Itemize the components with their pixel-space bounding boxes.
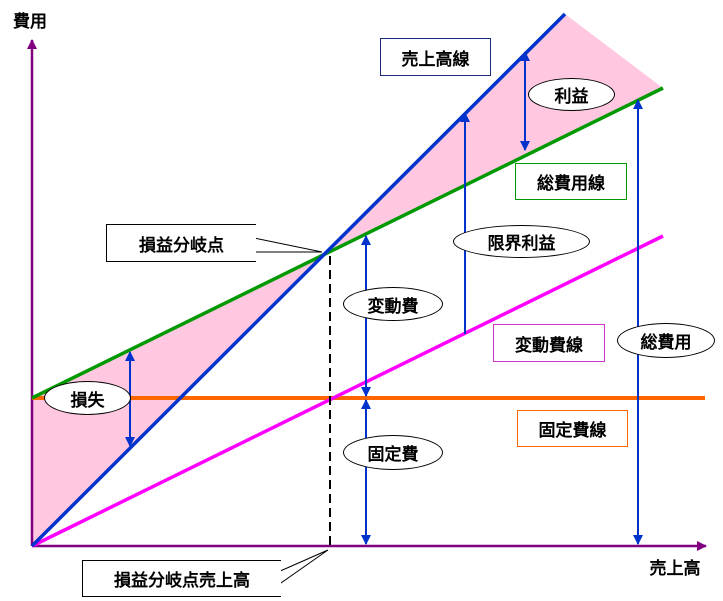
variable-cost-line-label: 変動費線 [493,324,605,362]
break-even-point-callout: 損益分岐点 [106,224,256,262]
y-axis-label: 費用 [13,11,47,32]
sales-line-label: 売上高線 [380,38,491,76]
profit-annotation: 利益 [528,78,615,111]
break-even-callout-tail [253,237,323,253]
break-even-sales-callout: 損益分岐点売上高 [82,560,281,597]
fixed-cost-line-label: 固定費線 [517,410,628,447]
break-even-sales-callout-tail [277,549,329,586]
fixed-cost-annotation: 固定費 [343,435,443,470]
x-axis-label: 売上高 [649,558,701,579]
profit-region [329,14,663,252]
total-cost-annotation: 総費用 [617,323,715,358]
variable-cost-annotation: 変動費 [343,287,443,321]
sales-line [30,12,567,548]
variable-cost-line [31,234,664,548]
total-cost-line-label: 総費用線 [515,163,627,200]
marginal-profit-annotation: 限界利益 [453,225,590,258]
loss-annotation: 損失 [44,381,131,415]
total-cost-line [31,86,664,400]
